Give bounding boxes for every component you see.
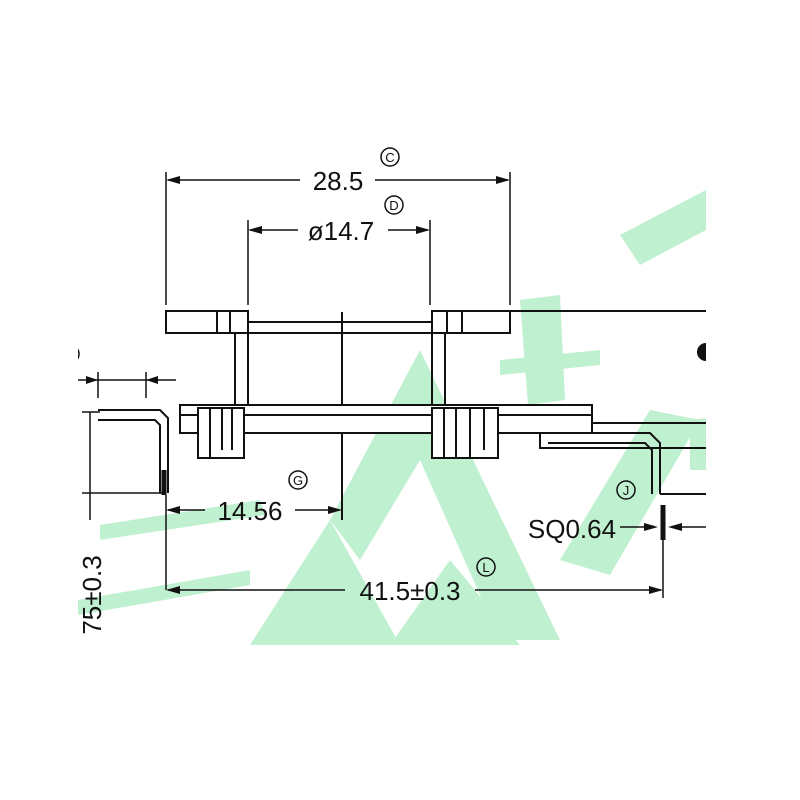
dim-f: F	[78, 348, 176, 398]
bobbin-body	[98, 310, 706, 540]
right-pin	[548, 432, 661, 494]
dim-inner-diameter-label: ø14.7	[308, 216, 375, 246]
callout-c: C	[385, 150, 394, 165]
bottom-flange	[179, 404, 593, 434]
dim-top-width: 28.5 C	[165, 147, 511, 305]
callout-g: G	[293, 473, 303, 488]
drawing-frame: 28.5 C ø14.7 D	[78, 100, 706, 645]
top-flange-right	[431, 310, 511, 334]
callout-d: D	[389, 198, 398, 213]
dim-offset-label: 14.56	[217, 496, 282, 526]
technical-drawing: 28.5 C ø14.7 D	[78, 147, 706, 645]
callout-l: L	[482, 560, 489, 575]
dim-top-width-label: 28.5	[313, 166, 364, 196]
left-pin	[98, 409, 169, 493]
dim-inner-diameter: ø14.7 D	[247, 195, 431, 305]
dim-height-label: 75±0.3	[78, 555, 107, 634]
dim-pin-square: SQ0.64 J	[528, 480, 706, 544]
dim-pin-square-label: SQ0.64	[528, 514, 616, 544]
dim-total-length: 41.5±0.3 L	[166, 540, 664, 606]
callout-right-group	[697, 343, 706, 361]
right-pin-block	[431, 407, 499, 459]
top-flange-left	[165, 310, 249, 334]
dim-offset: 14.56 G	[165, 470, 342, 590]
callout-j: J	[623, 483, 630, 498]
dim-total-length-label: 41.5±0.3	[359, 576, 460, 606]
dim-height: 75±0.3	[78, 411, 162, 635]
